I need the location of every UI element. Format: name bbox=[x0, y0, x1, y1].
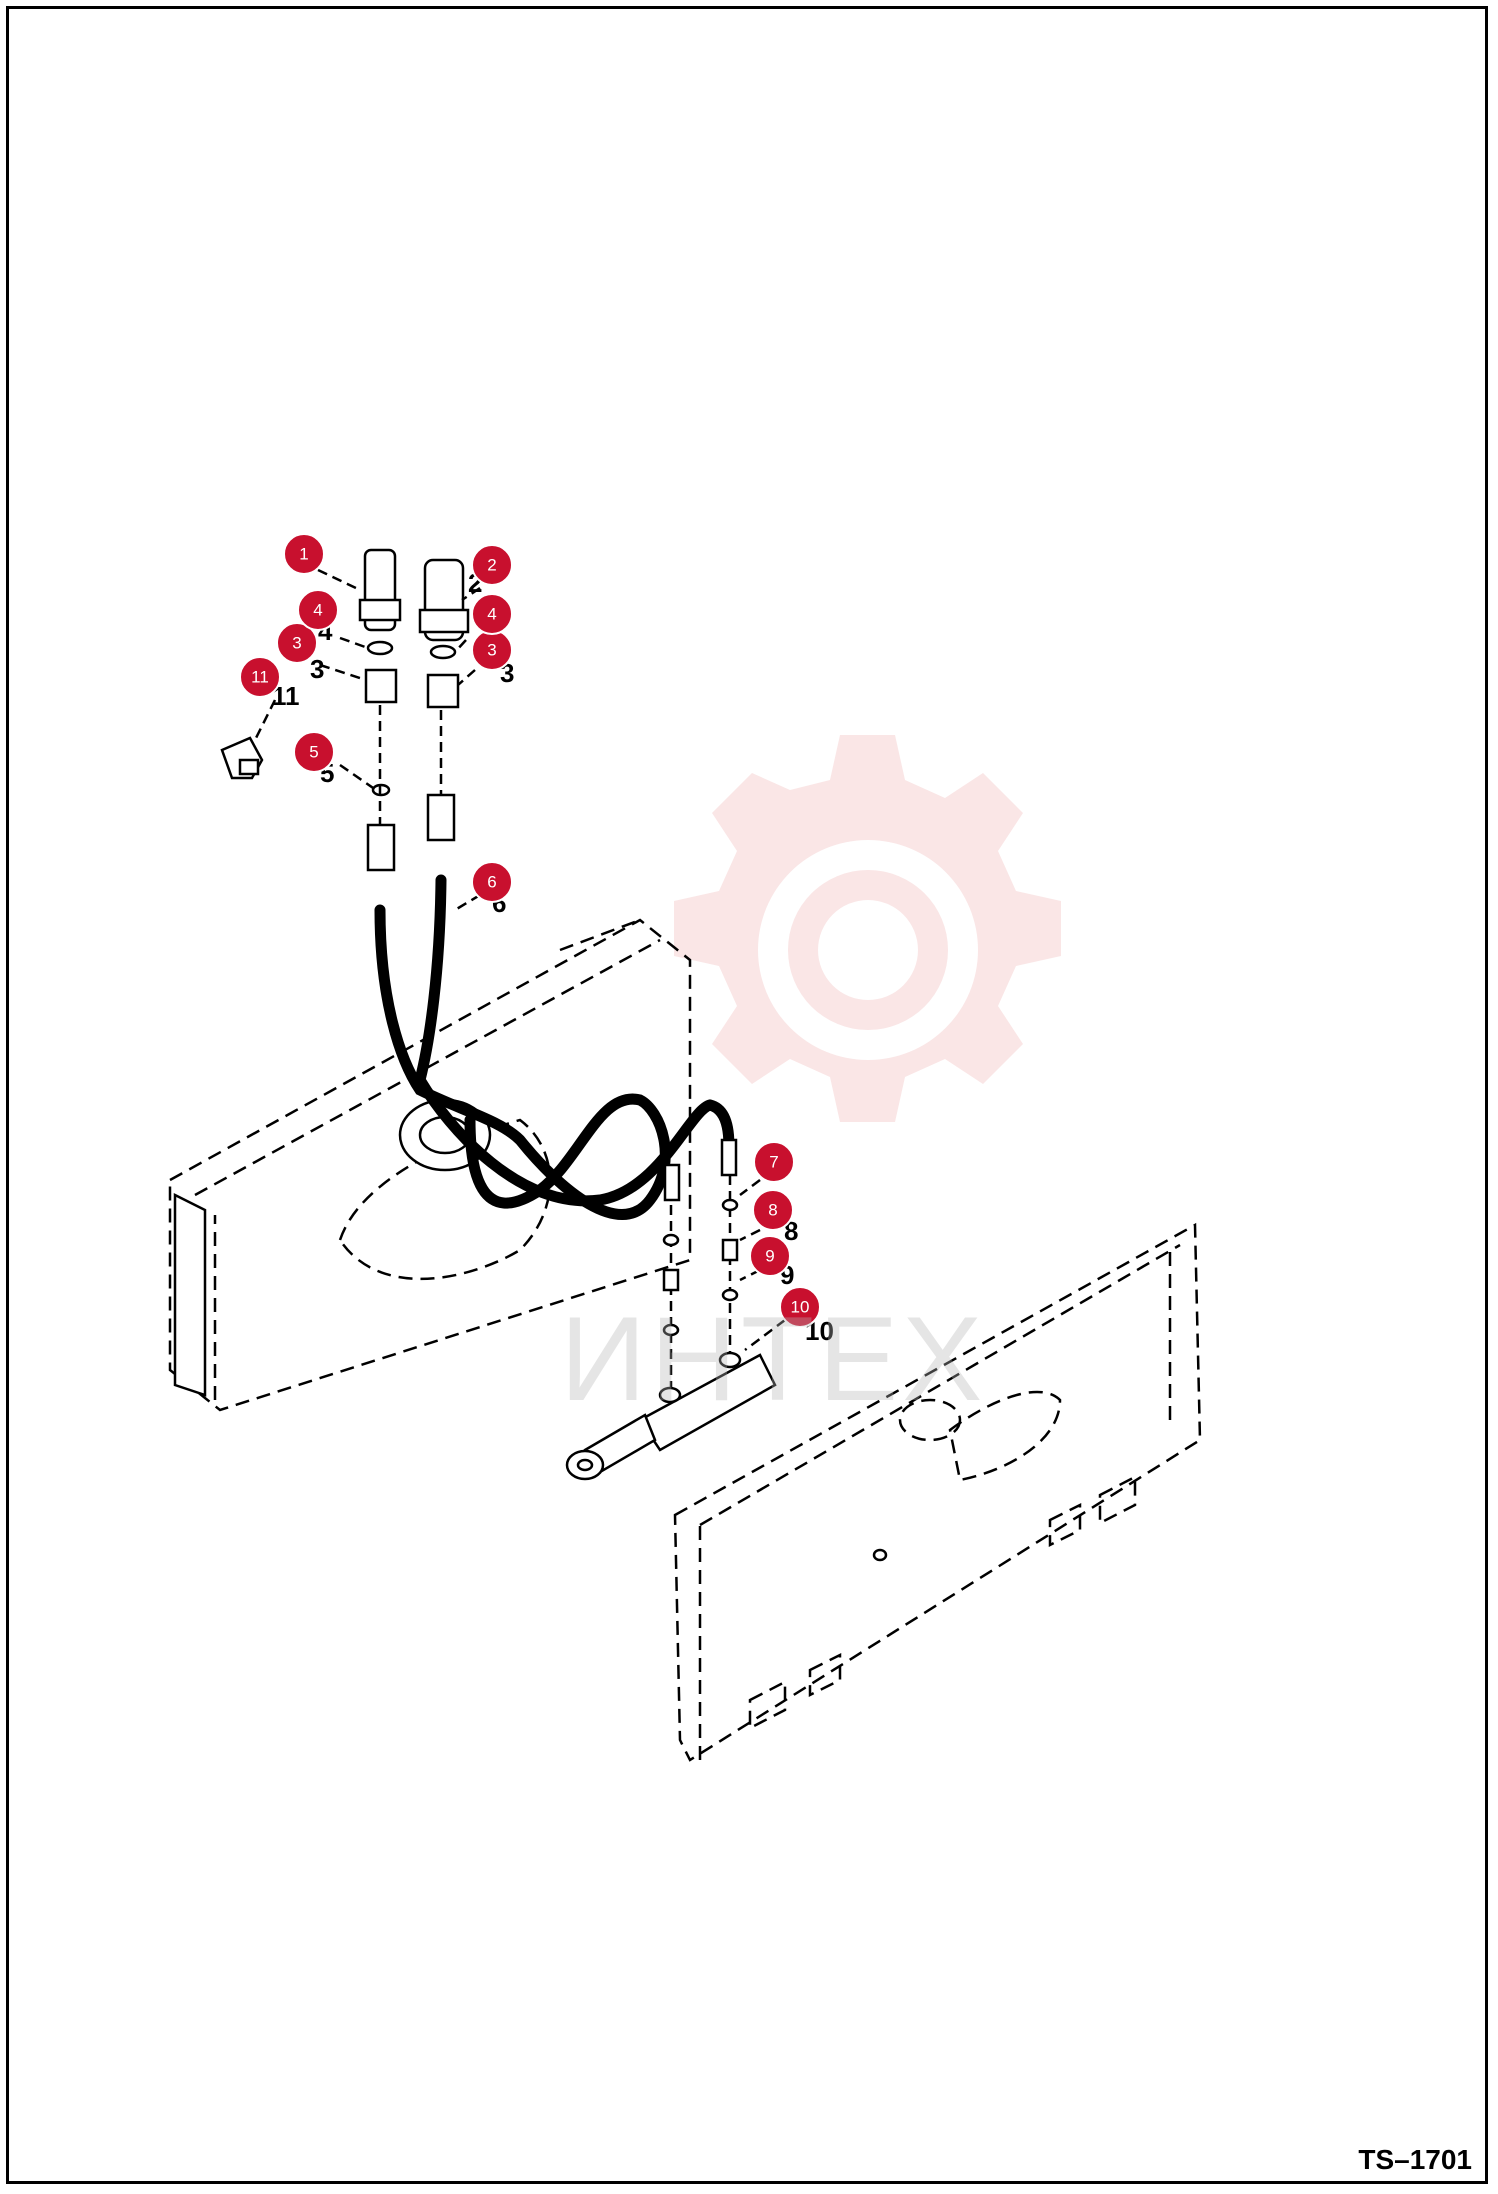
svg-text:2: 2 bbox=[487, 556, 496, 575]
svg-text:3: 3 bbox=[487, 641, 496, 660]
hydraulic-cylinder bbox=[565, 1351, 777, 1481]
adapter-fittings bbox=[364, 668, 460, 709]
watermark-gear-icon bbox=[674, 735, 1061, 1122]
quick-coupler-male bbox=[358, 548, 402, 632]
svg-text:1: 1 bbox=[299, 545, 308, 564]
svg-text:8: 8 bbox=[768, 1201, 777, 1220]
svg-text:9: 9 bbox=[765, 1247, 774, 1266]
callout-7: 7 bbox=[753, 1141, 795, 1183]
callout-2: 2 bbox=[471, 544, 513, 586]
part-number: 3 bbox=[310, 654, 324, 684]
watermark-text: ИНТЕХ bbox=[560, 1292, 987, 1426]
callout-6: 6 bbox=[471, 861, 513, 903]
svg-text:3: 3 bbox=[292, 634, 301, 653]
svg-text:11: 11 bbox=[251, 668, 269, 687]
elbow-fitting-11 bbox=[220, 736, 264, 780]
callout-4: 4 bbox=[471, 593, 513, 635]
callout-8: 8 bbox=[752, 1189, 794, 1231]
callout-9: 9 bbox=[749, 1235, 791, 1277]
svg-text:6: 6 bbox=[487, 873, 496, 892]
svg-text:4: 4 bbox=[313, 601, 322, 620]
document-code: TS–1701 bbox=[1358, 2144, 1472, 2175]
attachment-plate-front bbox=[673, 1222, 1202, 1762]
callout-10: 10 bbox=[779, 1286, 821, 1328]
callout-5: 5 bbox=[293, 731, 335, 773]
callout-11: 11 bbox=[239, 656, 281, 698]
callout-4: 4 bbox=[297, 589, 339, 631]
svg-text:7: 7 bbox=[769, 1153, 778, 1172]
callout-1: 1 bbox=[283, 533, 325, 575]
hose-end-fittings bbox=[366, 793, 456, 872]
callout-3: 3 bbox=[276, 622, 318, 664]
svg-text:4: 4 bbox=[487, 605, 496, 624]
svg-text:5: 5 bbox=[309, 743, 318, 762]
quick-coupler-female bbox=[418, 558, 470, 642]
page-frame bbox=[6, 6, 1488, 2184]
seal-rings bbox=[662, 1198, 739, 1337]
hydraulic-hoses bbox=[374, 874, 738, 1220]
svg-text:10: 10 bbox=[791, 1298, 810, 1317]
callout-3: 3 bbox=[471, 629, 513, 671]
